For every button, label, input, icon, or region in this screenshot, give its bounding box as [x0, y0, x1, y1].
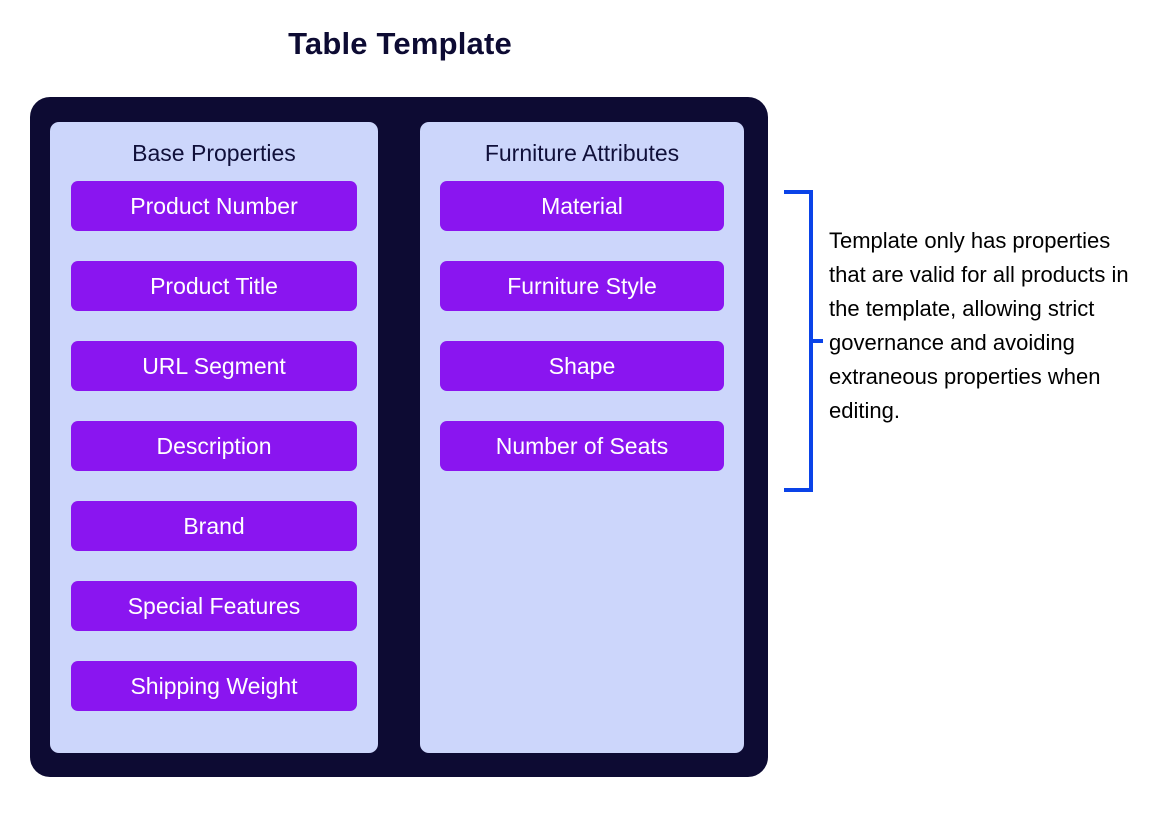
group-header-base-properties: Base Properties [132, 140, 296, 166]
property-pill[interactable]: Product Title [71, 261, 357, 311]
left-square-bracket-icon [784, 190, 823, 492]
property-list-base-properties: Product Number Product Title URL Segment… [50, 181, 378, 741]
group-column-base-properties: Base Properties Product Number Product T… [50, 122, 378, 753]
property-pill[interactable]: Description [71, 421, 357, 471]
property-pill[interactable]: Product Number [71, 181, 357, 231]
template-container: Base Properties Product Number Product T… [30, 97, 768, 777]
property-pill[interactable]: Number of Seats [440, 421, 724, 471]
property-pill[interactable]: Brand [71, 501, 357, 551]
property-pill[interactable]: Special Features [71, 581, 357, 631]
group-column-furniture-attributes: Furniture Attributes Material Furniture … [420, 122, 744, 753]
property-pill[interactable]: Material [440, 181, 724, 231]
property-pill[interactable]: URL Segment [71, 341, 357, 391]
property-pill[interactable]: Furniture Style [440, 261, 724, 311]
page-title: Table Template [288, 26, 512, 61]
property-pill[interactable]: Shape [440, 341, 724, 391]
group-header-furniture-attributes: Furniture Attributes [484, 140, 680, 166]
property-pill[interactable]: Shipping Weight [71, 661, 357, 711]
property-list-furniture-attributes: Material Furniture Style Shape Number of… [420, 181, 744, 501]
annotation-text: Template only has properties that are va… [829, 228, 1129, 423]
